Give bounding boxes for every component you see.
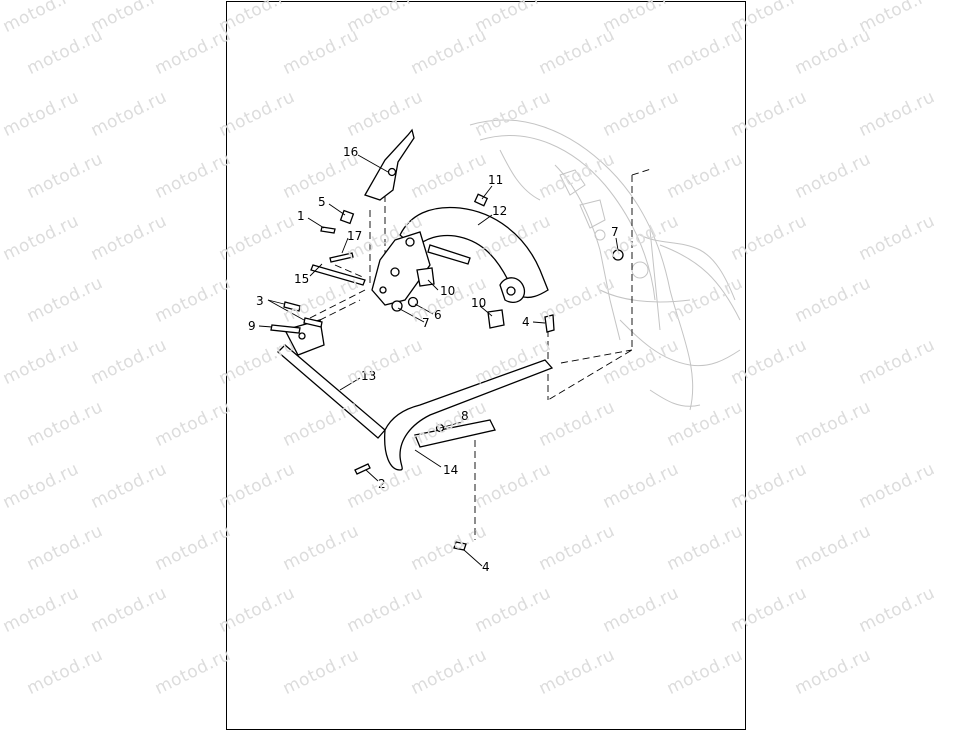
callout-4-upper: 4	[522, 315, 530, 329]
callout-14: 14	[443, 463, 458, 477]
callout-10-upper: 10	[440, 284, 455, 298]
callout-8: 8	[461, 409, 469, 423]
assembly-lines	[299, 168, 652, 540]
callout-12: 12	[492, 204, 507, 218]
callout-1: 1	[297, 209, 305, 223]
callout-16: 16	[343, 145, 358, 159]
callout-5: 5	[318, 195, 326, 209]
callout-7-right: 7	[611, 225, 619, 239]
callout-17: 17	[347, 229, 362, 243]
ghost-frame	[469, 119, 741, 411]
bracket-16	[364, 128, 415, 201]
callout-13: 13	[361, 369, 376, 383]
callout-4-lower: 4	[482, 560, 490, 574]
callout-9: 9	[248, 319, 256, 333]
callout-15: 15	[294, 272, 309, 286]
grab-rail-12	[371, 206, 549, 306]
callout-7-left: 7	[422, 316, 430, 330]
callout-2: 2	[378, 477, 386, 491]
callout-11: 11	[488, 173, 503, 187]
callout-10-lower: 10	[471, 296, 486, 310]
callout-6: 6	[434, 308, 442, 322]
bracket-14	[384, 359, 554, 471]
callouts: 16 5 1 17 15 3 9 11 12 7 7 10 10 6 4 13 …	[248, 145, 619, 574]
callout-3: 3	[256, 294, 264, 308]
leader-lines	[258, 154, 619, 567]
hardware	[270, 193, 624, 551]
diagram-frame	[226, 1, 746, 730]
